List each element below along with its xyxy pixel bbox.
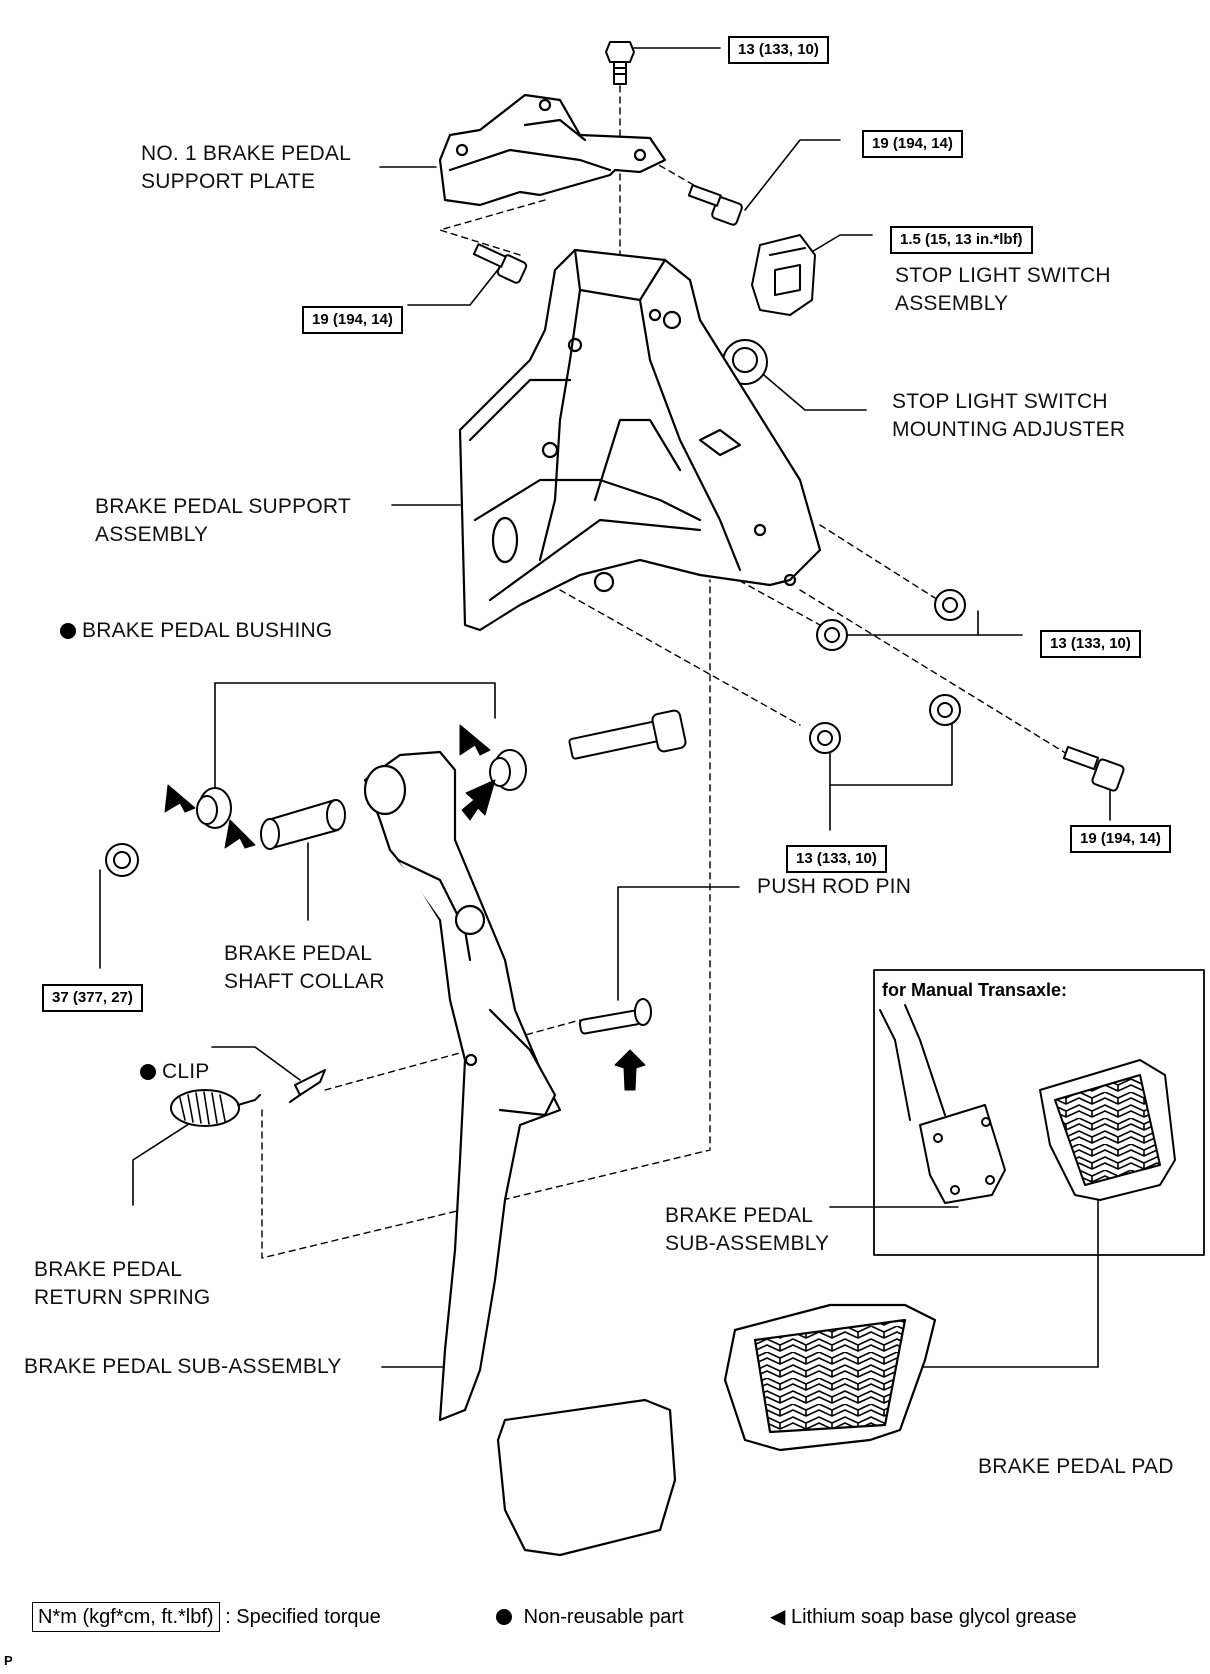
no1-support-plate	[438, 93, 667, 207]
label-pedal-pad: BRAKE PEDAL PAD	[978, 1455, 1174, 1478]
mt-pedal	[879, 1004, 1006, 1204]
legend-nonreusable: Non-reusable part	[496, 1604, 684, 1630]
torque-plate-bolt-left: 19 (194, 14)	[302, 306, 403, 334]
top-bolt	[605, 41, 635, 85]
label-stop-light-switch: STOP LIGHT SWITCH ASSEMBLY	[895, 264, 1111, 315]
label-pedal-sub-assembly: BRAKE PEDAL SUB-ASSEMBLY	[24, 1355, 342, 1378]
torque-support-nuts-upper: 13 (133, 10)	[1040, 630, 1141, 658]
legend-torque-unit: N*m (kgf*cm, ft.*lbf)	[32, 1602, 220, 1632]
corner-mark: P	[4, 1653, 13, 1668]
label-manual-transaxle: for Manual Transaxle:	[882, 980, 1068, 1000]
manual-transaxle-inset	[873, 969, 1205, 1256]
support-nut	[934, 589, 966, 621]
bullet-dot-icon	[60, 623, 76, 639]
label-stop-light-adjuster: STOP LIGHT SWITCH MOUNTING ADJUSTER	[892, 390, 1126, 441]
legend-row: N*m (kgf*cm, ft.*lbf) : Specified torque	[32, 1602, 381, 1632]
plate-bolt-left	[472, 243, 528, 284]
lower-bolt-right	[1062, 745, 1125, 792]
shaft-collar	[260, 799, 346, 850]
mt-pedal-pad	[1039, 1059, 1176, 1201]
support-nut	[809, 722, 841, 754]
torque-lower-bolt-right: 19 (194, 14)	[1070, 825, 1171, 853]
torque-plate-bolt-right: 19 (194, 14)	[862, 130, 963, 158]
torque-stop-switch: 1.5 (15, 13 in.*lbf)	[890, 226, 1033, 254]
support-nut	[816, 619, 848, 651]
label-bushing: BRAKE PEDAL BUSHING	[60, 617, 332, 645]
stop-light-switch	[751, 234, 816, 316]
torque-pivot-nut: 37 (377, 27)	[42, 984, 143, 1012]
brake-pedal-support-assembly	[458, 248, 822, 632]
clip	[289, 1069, 326, 1103]
label-push-rod-pin: PUSH ROD PIN	[757, 875, 912, 898]
bushing-right	[489, 749, 527, 791]
label-shaft-collar: BRAKE PEDAL SHAFT COLLAR	[224, 942, 385, 993]
torque-support-nuts-lower: 13 (133, 10)	[786, 845, 887, 873]
legend-torque-text: : Specified torque	[225, 1606, 381, 1628]
bushing-left	[196, 787, 232, 829]
push-rod-pin	[578, 998, 652, 1035]
grease-arrow-icon: ◀	[770, 1606, 786, 1628]
brake-pedal-main-pad	[496, 1398, 677, 1557]
torque-top-bolt: 13 (133, 10)	[728, 36, 829, 64]
label-support-assembly: BRAKE PEDAL SUPPORT ASSEMBLY	[95, 495, 351, 546]
plate-bolt-right	[687, 184, 743, 226]
legend-grease: ◀ Lithium soap base glycol grease	[770, 1606, 1077, 1628]
support-nut	[929, 694, 961, 726]
return-spring	[170, 1089, 261, 1127]
label-clip: CLIP	[140, 1058, 210, 1086]
bullet-dot-icon	[496, 1609, 512, 1625]
label-pedal-sub-assembly-mt: BRAKE PEDAL SUB-ASSEMBLY	[665, 1204, 830, 1255]
pivot-nut	[105, 843, 139, 877]
large-pedal-pad	[723, 1303, 937, 1452]
pivot-bolt	[568, 709, 687, 760]
grease-arrow-icon	[164, 724, 646, 1091]
label-return-spring: BRAKE PEDAL RETURN SPRING	[34, 1258, 211, 1309]
label-no1-support-plate: NO. 1 BRAKE PEDAL SUPPORT PLATE	[141, 142, 351, 193]
bullet-dot-icon	[140, 1064, 156, 1080]
brake-pedal-arm	[363, 750, 562, 1422]
